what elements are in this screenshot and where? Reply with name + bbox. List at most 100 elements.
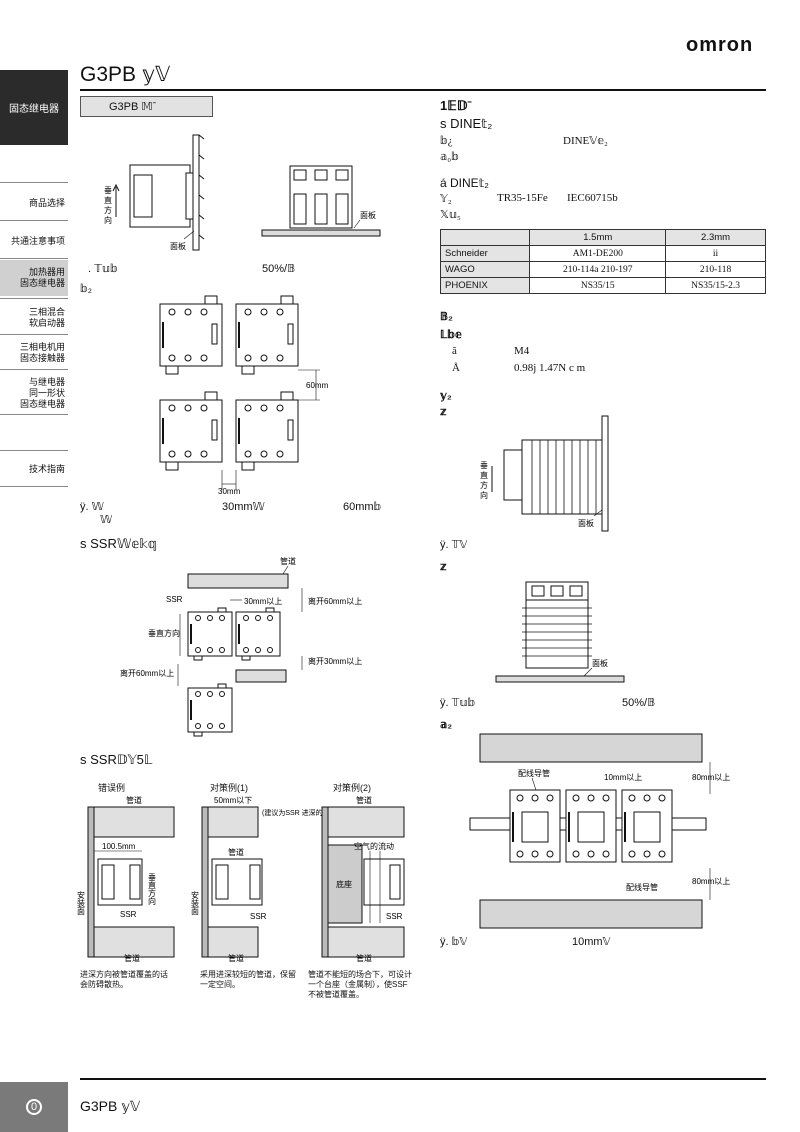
screw-heading: 𝔹₂ <box>440 311 453 323</box>
right-heading: 1𝔼𝔻ˉ <box>440 98 472 113</box>
svg-text:垂: 垂 <box>104 185 112 195</box>
label-b: 𝕓₂ <box>80 283 93 295</box>
dim-30mm: 30mm <box>218 487 241 496</box>
din-line1-b: DINE𝕍𝕖₂ <box>563 135 608 147</box>
table-cell: NS35/15 <box>529 277 667 294</box>
panel-label: 面板 <box>170 241 186 251</box>
table-cell: ii <box>665 245 766 262</box>
sidebar-item-active-bg <box>0 260 68 296</box>
svg-text:面板: 面板 <box>360 210 376 220</box>
sidebar-divider <box>0 334 68 335</box>
header-rule <box>80 89 766 91</box>
svg-text:方: 方 <box>104 205 112 215</box>
label-pipe-3b: 管道 <box>356 953 372 963</box>
label-fix-2: 对策例(2) <box>333 783 371 793</box>
caption-wrong: 进深方向被管道覆盖的话 会防碍散热。 <box>80 970 168 989</box>
screw-sub: 𝕃𝕓𝕖 <box>440 329 462 341</box>
label-duct-top: 配线导管 <box>518 768 550 778</box>
sidebar-divider <box>0 414 68 415</box>
screw-a-value: M4 <box>514 345 530 357</box>
omron-logo: omron <box>686 34 754 56</box>
din-sub-line1-c: IEC60715b <box>567 192 618 204</box>
label-note: (建议为SSR 进深的一半 以下) <box>262 808 355 817</box>
screw-b-key: Å <box>452 362 460 374</box>
note-front-a: ÿ. 𝕋𝕦𝕓 <box>440 697 476 709</box>
din-rail-table: 1.5mm 2.3mm Schneider AM1-DE200 ii WAGO … <box>439 229 766 294</box>
note-close-b: 10mm𝕍 <box>572 936 611 948</box>
din-line1-a: 𝕓¿ <box>440 135 453 147</box>
note-side: ÿ. 𝕋𝕍 <box>440 539 468 551</box>
svg-text:直: 直 <box>480 470 488 480</box>
close-mount-figure: 配线导管 10mm以上 80mm以上 配线导管 80mm以上 <box>469 733 730 929</box>
label-gap-10: 10mm以上 <box>604 773 642 782</box>
din-line2: 𝕒₀𝕓 <box>440 151 459 163</box>
table-cell: NS35/15-2.3 <box>665 277 766 294</box>
sidebar-category-label: 固态继电器 <box>9 104 59 115</box>
note-spacing-c: 60mm𝕓 <box>343 501 382 513</box>
label-ssr-1: SSR <box>120 910 137 919</box>
table-row: WAGO 210-114a 210-197 210-118 <box>439 261 766 278</box>
note-front-b: 50%/𝔹 <box>622 697 656 709</box>
note-airflow-a: . 𝕋𝕦𝕓 <box>88 263 118 275</box>
label-top-80: 80mm以上 <box>692 773 730 782</box>
label-fix-1: 对策例(1) <box>210 783 248 793</box>
din-sub-line1-b: TR35-15Fe <box>497 192 548 204</box>
section-ssr-duct-heading: s SSR𝔻𝕐5𝕃 <box>80 752 153 767</box>
caption-fix-1: 采用进深较短的管道，保留 一定空间。 <box>200 970 296 989</box>
label-pipe-1: 管道 <box>126 795 142 805</box>
label-pipe-1b: 管道 <box>124 953 140 963</box>
mounting-side-figure: 垂直 方向 面板 <box>104 134 205 251</box>
sidebar-divider <box>0 450 68 451</box>
svg-text:向: 向 <box>104 215 112 225</box>
table-row: PHOENIX NS35/15 NS35/15-2.3 <box>439 277 766 294</box>
label-pipe-2b: 管道 <box>228 953 244 963</box>
note-close-a: ÿ. 𝕓𝕍 <box>440 936 468 948</box>
sidebar-item-tech-guide[interactable]: 技术指南 <box>28 464 65 474</box>
din-rail-heading: s DINE𝕥₂ <box>440 116 493 131</box>
sidebar-divider <box>0 486 68 487</box>
table-cell: PHOENIX <box>439 277 531 294</box>
note-spacing-a: ÿ. 𝕎 <box>80 501 104 513</box>
label-gap-top: 30mm以上 <box>244 597 282 606</box>
label-dim-100: 100.5mm <box>102 842 136 851</box>
front-heading: 𝕫 <box>440 561 447 573</box>
svg-text:向: 向 <box>480 490 488 500</box>
sidebar-item-relay-shape-ssr[interactable]: 与继电器 同一形状 固态继电器 <box>19 377 65 409</box>
caption-fix-2: 管道不能短的场合下，可设计 一个台座（金属制），使SSF 不被管道覆盖。 <box>308 970 412 999</box>
sidebar-item-product-selection[interactable]: 商品选择 <box>28 198 65 208</box>
footer-rule <box>80 1078 766 1080</box>
panel-label-right: 面板 <box>578 518 594 528</box>
din-sub-line2: 𝕏𝕦₅ <box>440 209 461 221</box>
label-bottom-80: 80mm以上 <box>692 877 730 886</box>
page-number: 0 <box>0 1082 68 1132</box>
label-right1: 离开60mm以上 <box>308 596 362 606</box>
label-left-bottom: 离开60mm以上 <box>120 668 174 678</box>
svg-text:方: 方 <box>480 480 488 490</box>
table-row: Schneider AM1-DE200 ii <box>439 245 766 262</box>
heatsink-side-figure: 垂直 方向 面板 <box>480 415 609 532</box>
spacing-four-units-figure: 60mm 30mm <box>159 295 329 496</box>
footer-title: G3PB 𝕪𝕍 <box>80 1098 141 1114</box>
sidebar-divider <box>0 182 68 183</box>
sidebar-category[interactable]: 固态继电器 <box>0 70 68 145</box>
din-sub-line1-a: 𝕐₂ <box>440 193 452 205</box>
ssr-duct-layout-figure: 管道 SSR 30mm以上 离开60mm以上 垂直方向 离开30mm以上 离开6… <box>120 556 362 737</box>
table-cell: 210-114a 210-197 <box>529 261 667 278</box>
sidebar-item-motor-contactor[interactable]: 三相电机用 固态接触器 <box>19 342 65 363</box>
label-limit: 50mm以下 <box>214 796 252 805</box>
sidebar-item-soft-starter[interactable]: 三相混合 软启动器 <box>28 307 65 328</box>
svg-text:直: 直 <box>104 195 112 205</box>
label-pipe-3: 管道 <box>356 795 372 805</box>
label-pipe: 管道 <box>280 556 296 566</box>
section-ssr-layout-heading: s SSR𝕎𝕖𝕜𝕢 <box>80 536 157 551</box>
table-header <box>439 229 531 246</box>
label-vertical: 垂直方向 <box>148 628 180 638</box>
table-cell: WAGO <box>439 261 531 278</box>
note-spacing-b: 30mm𝕎 <box>222 501 265 513</box>
sidebar-divider <box>0 220 68 221</box>
sidebar-item-heater-ssr[interactable]: 加热器用 固态继电器 <box>19 267 65 288</box>
sidebar-divider <box>0 258 68 259</box>
label-ssr-3: SSR <box>386 912 403 921</box>
sidebar-item-common-notes[interactable]: 共通注意事项 <box>10 236 65 246</box>
label-mount-1: 安装面 <box>77 890 86 916</box>
